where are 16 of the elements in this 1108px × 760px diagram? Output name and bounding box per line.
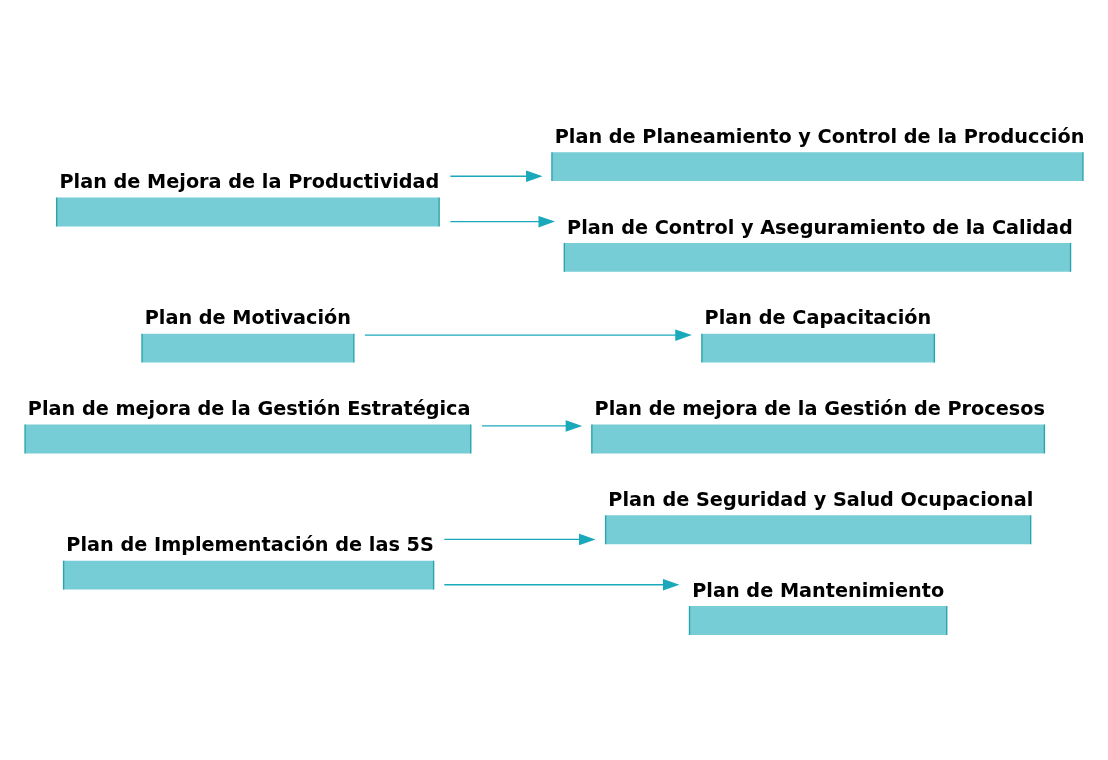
arrow (443, 578, 680, 591)
arrow (481, 419, 583, 432)
node-label: Plan de Planeamiento y Control de la Producción (554, 124, 1085, 148)
arrow (364, 328, 692, 341)
node-label: Plan de Capacitación (704, 305, 932, 329)
node-label: Plan de mejora de la Gestión Estratégica (27, 396, 471, 420)
arrow (443, 533, 596, 545)
arrow (449, 215, 556, 227)
node-label: Plan de Control y Aseguramiento de la Calidad (567, 215, 1073, 239)
node-label: Plan de Seguridad y Salud Ocupacional (608, 487, 1034, 511)
node-label: Plan de Motivación (144, 305, 352, 329)
node-label: Plan de mejora de la Gestión de Procesos (594, 396, 1045, 420)
node-label: Plan de Implementación de las 5S (66, 532, 434, 556)
node-label: Plan de Mejora de la Productividad (59, 169, 440, 193)
node-label: Plan de Mantenimiento (692, 578, 945, 602)
arrow (449, 169, 543, 182)
